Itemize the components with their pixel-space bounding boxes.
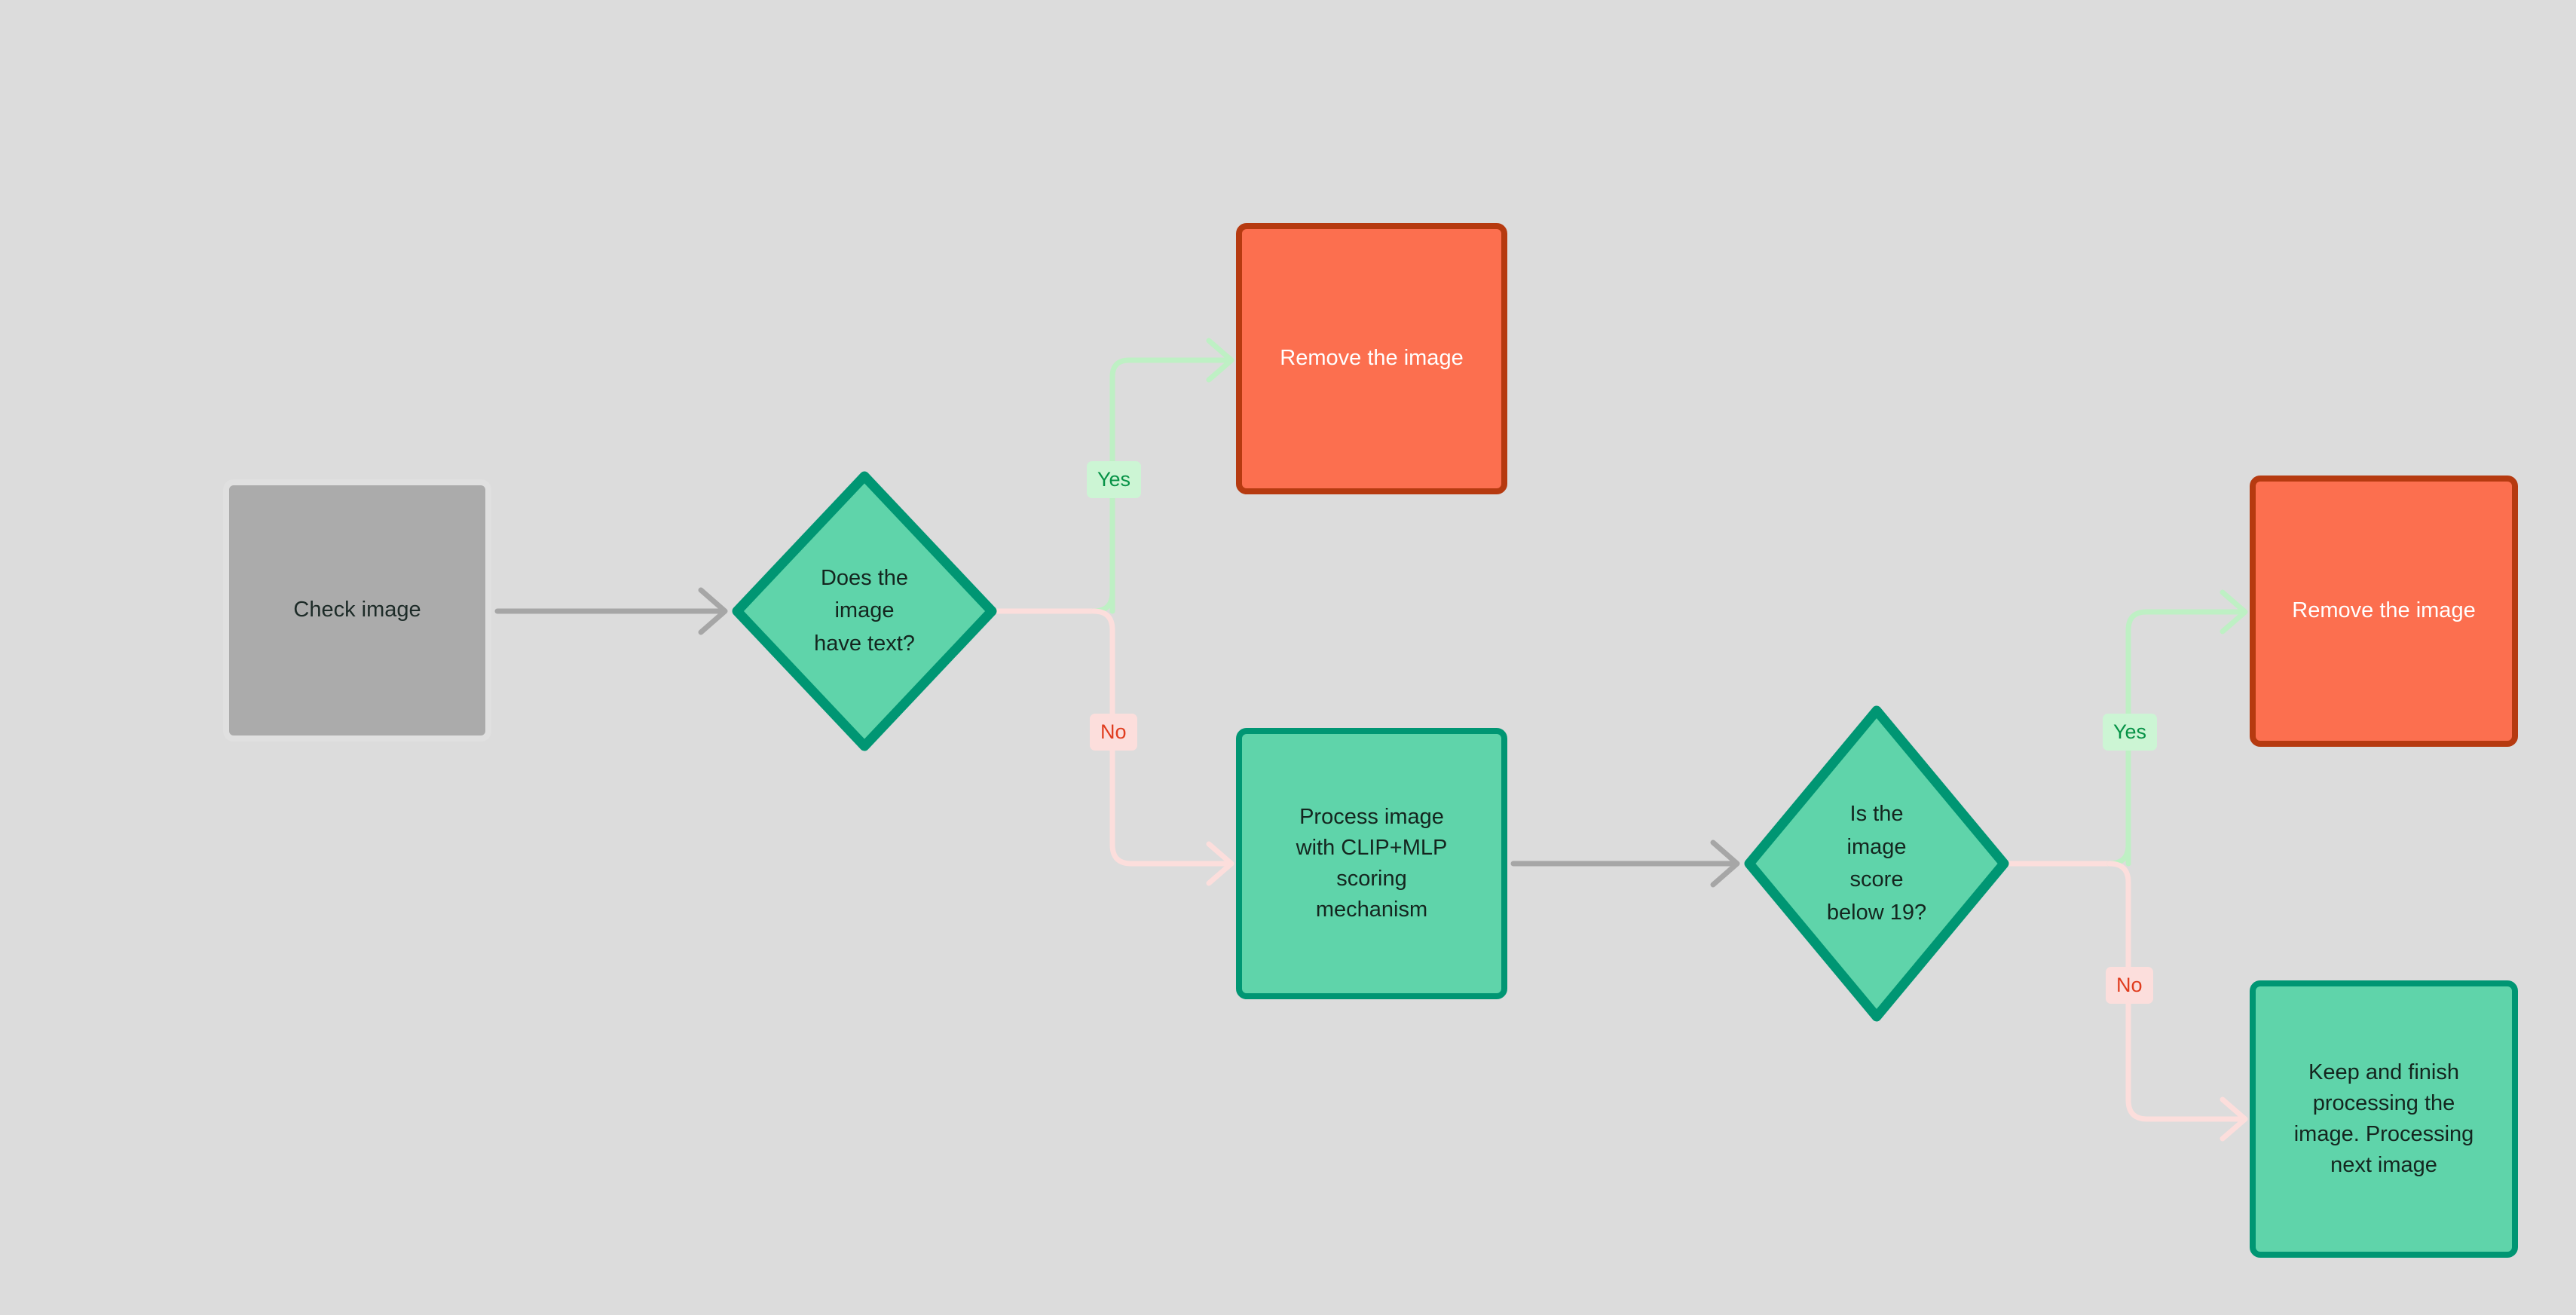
- node-remove-image-1-label: Remove the image: [1280, 346, 1464, 371]
- edge-label-decision1-yes[interactable]: Yes: [1087, 461, 1142, 498]
- edge-label-decision2-no-text: No: [2116, 974, 2143, 996]
- edge-label-decision2-yes[interactable]: Yes: [2103, 714, 2158, 751]
- edge-label-decision1-yes-text: Yes: [1097, 468, 1131, 491]
- node-is-image-score-below-19-label: Is the image score below 19?: [1826, 802, 1927, 925]
- node-remove-image-2[interactable]: Remove the image: [2250, 476, 2518, 747]
- edge-label-decision1-no-text: No: [1100, 720, 1127, 743]
- diamond-shape: [1744, 705, 2009, 1022]
- edge-label-decision2-no[interactable]: No: [2106, 967, 2153, 1004]
- node-remove-image-2-label: Remove the image: [2292, 598, 2476, 623]
- node-does-image-have-text[interactable]: Does the image have text?: [732, 471, 997, 751]
- node-keep-and-finish-label: Keep and finish processing the image. Pr…: [2293, 1060, 2474, 1178]
- node-is-image-score-below-19[interactable]: Is the image score below 19?: [1744, 705, 2009, 1022]
- node-remove-image-1[interactable]: Remove the image: [1236, 223, 1507, 494]
- node-process-image-clip-mlp[interactable]: Process image with CLIP+MLP scoring mech…: [1236, 728, 1507, 999]
- edge-process-to-decision2: [1510, 839, 1740, 888]
- edge-check-to-decision1: [494, 587, 728, 635]
- node-process-image-clip-mlp-label: Process image with CLIP+MLP scoring mech…: [1296, 804, 1448, 922]
- node-keep-and-finish[interactable]: Keep and finish processing the image. Pr…: [2250, 980, 2518, 1258]
- edge-label-decision2-yes-text: Yes: [2113, 720, 2147, 743]
- node-does-image-have-text-label: Does the image have text?: [814, 565, 915, 656]
- diamond-shape: [732, 471, 997, 751]
- node-check-image-label: Check image: [293, 598, 421, 622]
- edge-label-decision1-no[interactable]: No: [1090, 714, 1137, 751]
- node-check-image[interactable]: Check image: [223, 479, 491, 742]
